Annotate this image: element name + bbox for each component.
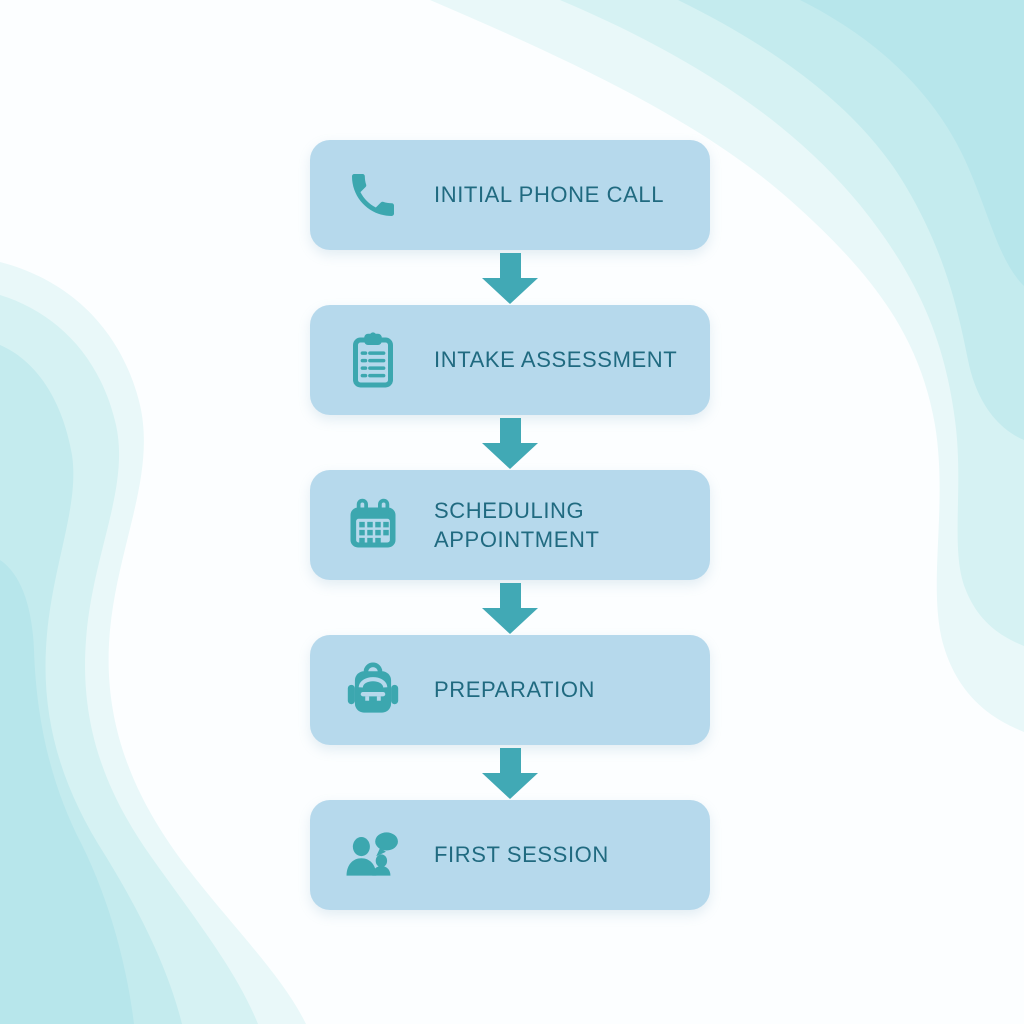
step-label: SCHEDULING APPOINTMENT — [434, 497, 600, 552]
down-arrow-icon — [481, 580, 539, 635]
people-chat-icon — [338, 820, 408, 890]
step-preparation: PREPARATION — [310, 635, 710, 745]
calendar-icon — [338, 490, 408, 560]
down-arrow-icon — [481, 745, 539, 800]
step-intake-assessment: INTAKE ASSESSMENT — [310, 305, 710, 415]
backpack-icon — [338, 655, 408, 725]
phone-icon — [338, 160, 408, 230]
down-arrow-icon — [481, 250, 539, 305]
wave-top-right-corner — [800, 0, 1024, 286]
clipboard-checklist-icon — [338, 325, 408, 395]
step-first-session: FIRST SESSION — [310, 800, 710, 910]
step-label: FIRST SESSION — [434, 842, 609, 868]
wave-bottom-left-corner — [0, 560, 134, 1024]
step-scheduling-appointment: SCHEDULING APPOINTMENT — [310, 470, 710, 580]
step-label: INITIAL PHONE CALL — [434, 182, 665, 208]
down-arrow-icon — [481, 415, 539, 470]
therapy-intake-flowchart: INITIAL PHONE CALL INTAKE ASSESSMENT — [310, 140, 710, 910]
step-label: PREPARATION — [434, 677, 596, 703]
step-label: INTAKE ASSESSMENT — [434, 347, 678, 373]
step-initial-phone-call: INITIAL PHONE CALL — [310, 140, 710, 250]
